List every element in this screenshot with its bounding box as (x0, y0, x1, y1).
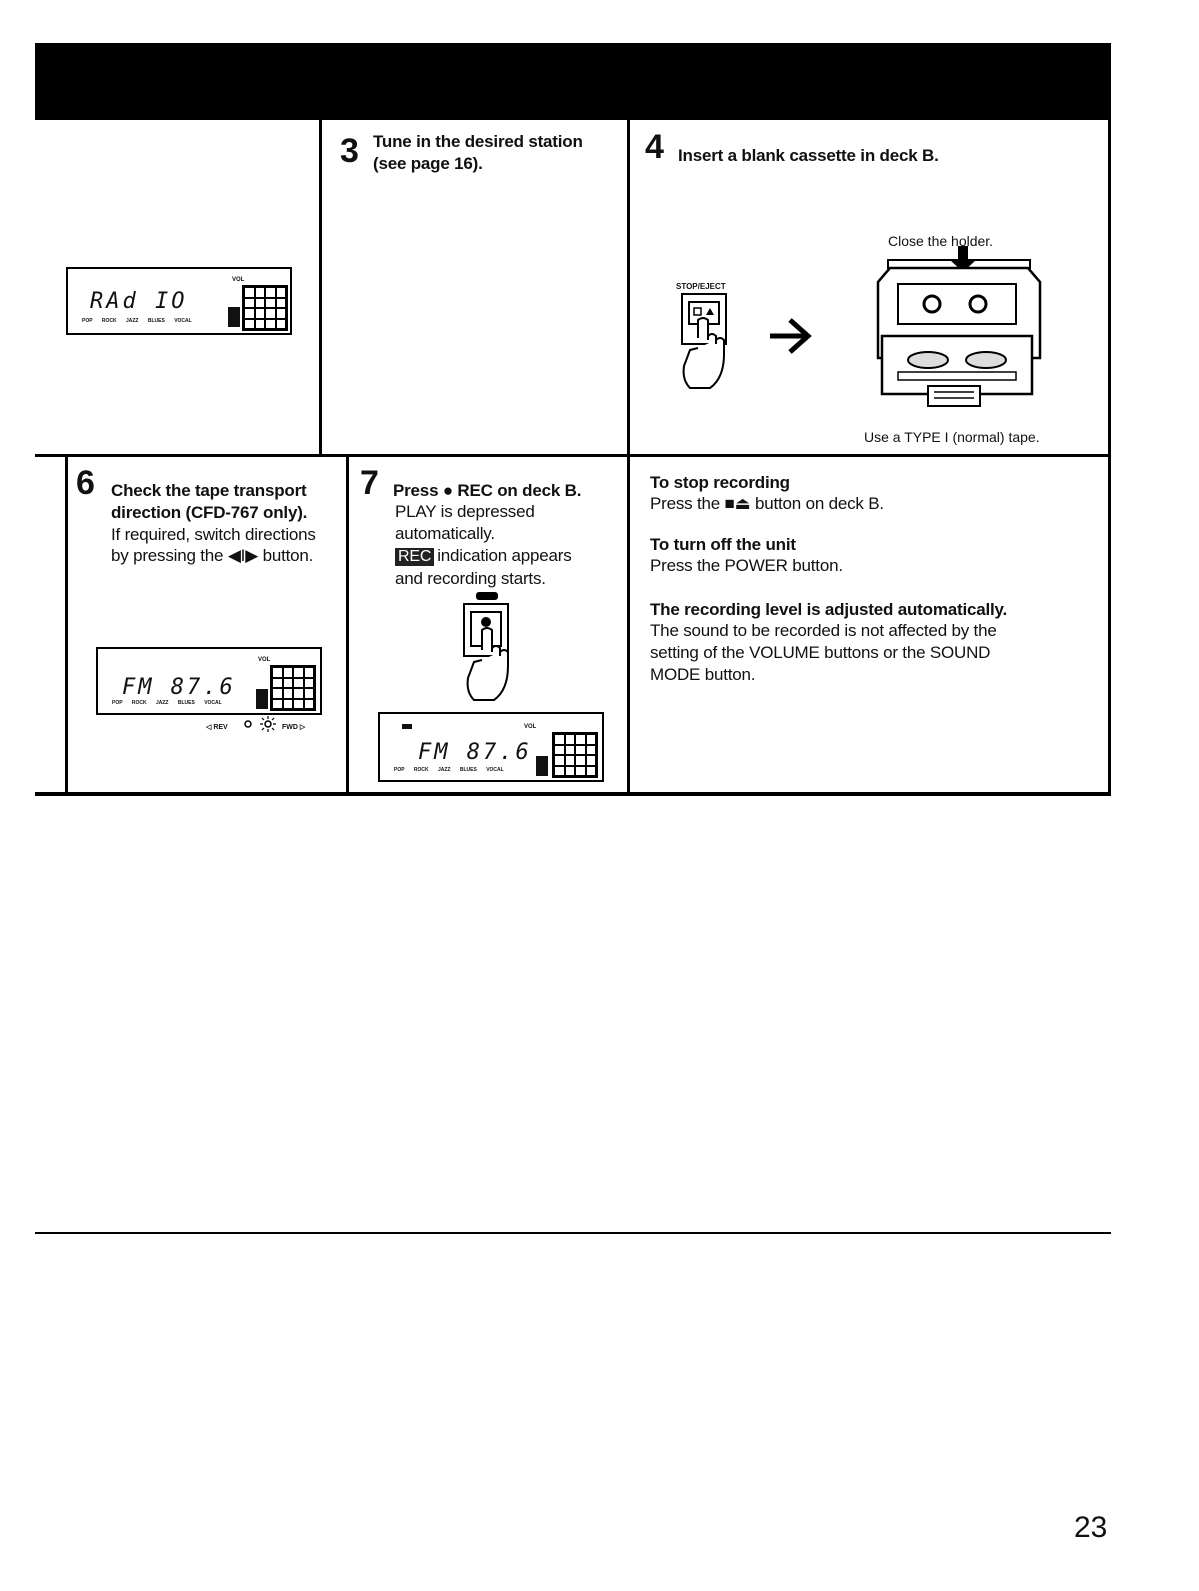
step-3-heading-line1: Tune in the desired station (373, 132, 583, 151)
grid-bottom (35, 792, 1111, 796)
step-6-body-line1: If required, switch directions (111, 525, 316, 544)
lcd-fm-text: FM 87.6 (122, 675, 236, 700)
fm-lcd-display-step6: VOL FM 87.6 POP ROCK JAZZ BLUES VOCAL (96, 647, 322, 715)
divider-step6-left (65, 456, 68, 796)
stop-glyph (693, 307, 702, 316)
header-bar (35, 43, 1111, 120)
rec-press-illustration (463, 592, 509, 701)
lcd-matrix (552, 732, 598, 778)
stop-eject-press-illustration (681, 293, 727, 389)
rec-dot-icon (481, 617, 491, 627)
lcd-level-block (536, 756, 548, 776)
step-7-body-line4: and recording starts. (395, 569, 546, 588)
footer-rule (35, 1232, 1111, 1234)
lcd-level-block (256, 689, 268, 709)
lcd-matrix (242, 285, 288, 331)
right-arrow-icon (770, 318, 812, 354)
step-4-caption-tape-type: Use a TYPE I (normal) tape. (864, 429, 1040, 445)
step-6-body-line2: by pressing the ◀I▶ button. (111, 546, 314, 565)
lcd-mode-labels: POP ROCK JAZZ BLUES VOCAL (82, 318, 192, 324)
stop-recording-body: Press the ■⏏ button on deck B. (650, 494, 884, 513)
lcd-fm-text: FM 87.6 (418, 740, 532, 765)
instruction-grid (35, 120, 1111, 796)
radio-lcd-display: VOL RAd IO POP ROCK JAZZ BLUES VOCAL (66, 267, 292, 335)
lcd-vol-tag: VOL (232, 277, 245, 283)
fm-lcd-display-step7: VOL FM 87.6 POP ROCK JAZZ BLUES VOCAL (378, 712, 604, 782)
step-4-heading: Insert a blank cassette in deck B. (678, 146, 939, 165)
recording-level-line2: setting of the VOLUME buttons or the SOU… (650, 643, 991, 662)
step-3-heading-line2: (see page 16). (373, 154, 483, 173)
eject-glyph (706, 308, 714, 315)
stop-recording-title: To stop recording (650, 473, 790, 492)
divider-step3-left (319, 120, 322, 456)
lcd-matrix (270, 665, 316, 711)
rec-indicator-badge: REC (395, 548, 435, 566)
divider-step4-left (627, 120, 630, 796)
rec-led-icon (476, 592, 498, 600)
step-7-number: 7 (360, 464, 379, 502)
page-number: 23 (1074, 1511, 1108, 1544)
step-7-heading: Press ● REC on deck B. (393, 481, 582, 500)
step-4-caption-close-holder: Close the holder. (888, 233, 994, 249)
lcd-vol-tag: VOL (524, 724, 537, 730)
close-arrow-icon (958, 246, 968, 262)
pressing-finger-icon (466, 627, 509, 701)
lcd-vol-tag: VOL (258, 657, 271, 663)
lcd-mode-labels: POP ROCK JAZZ BLUES VOCAL (394, 767, 504, 773)
step-6-heading-line1: Check the tape transport (111, 481, 307, 500)
cassette-deck-illustration (876, 246, 1042, 407)
pressing-finger-icon (682, 317, 725, 389)
recording-level-title: The recording level is adjusted automati… (650, 600, 1008, 619)
divider-right (1108, 120, 1111, 796)
direction-rev-label: ◁ REV (206, 724, 228, 731)
step-7-body-line1: PLAY is depressed (395, 502, 535, 521)
recording-level-line1: The sound to be recorded is not affected… (650, 621, 997, 640)
lcd-level-block (228, 307, 240, 327)
step-7-indication-text: indication appears (437, 546, 572, 565)
step-6-number: 6 (76, 464, 95, 502)
lcd-mode-labels: POP ROCK JAZZ BLUES VOCAL (112, 700, 222, 706)
cassette-window (897, 283, 1017, 325)
direction-indicator-icon (244, 716, 276, 732)
step-4-number: 4 (645, 128, 664, 166)
turn-off-body: Press the POWER button. (650, 556, 843, 575)
lcd-rec-marker (402, 724, 412, 729)
recording-level-line3: MODE button. (650, 665, 756, 684)
step-7-body-line2: automatically. (395, 524, 495, 543)
stop-eject-label: STOP/EJECT (676, 282, 726, 291)
divider-step7-left (346, 456, 349, 796)
turn-off-title: To turn off the unit (650, 535, 796, 554)
step-3-number: 3 (340, 132, 359, 170)
lcd-radio-text: RAd IO (90, 289, 188, 314)
divider-row (35, 454, 1111, 457)
direction-fwd-label: FWD ▷ (282, 724, 306, 731)
step-6-heading-line2: direction (CFD-767 only). (111, 503, 308, 522)
